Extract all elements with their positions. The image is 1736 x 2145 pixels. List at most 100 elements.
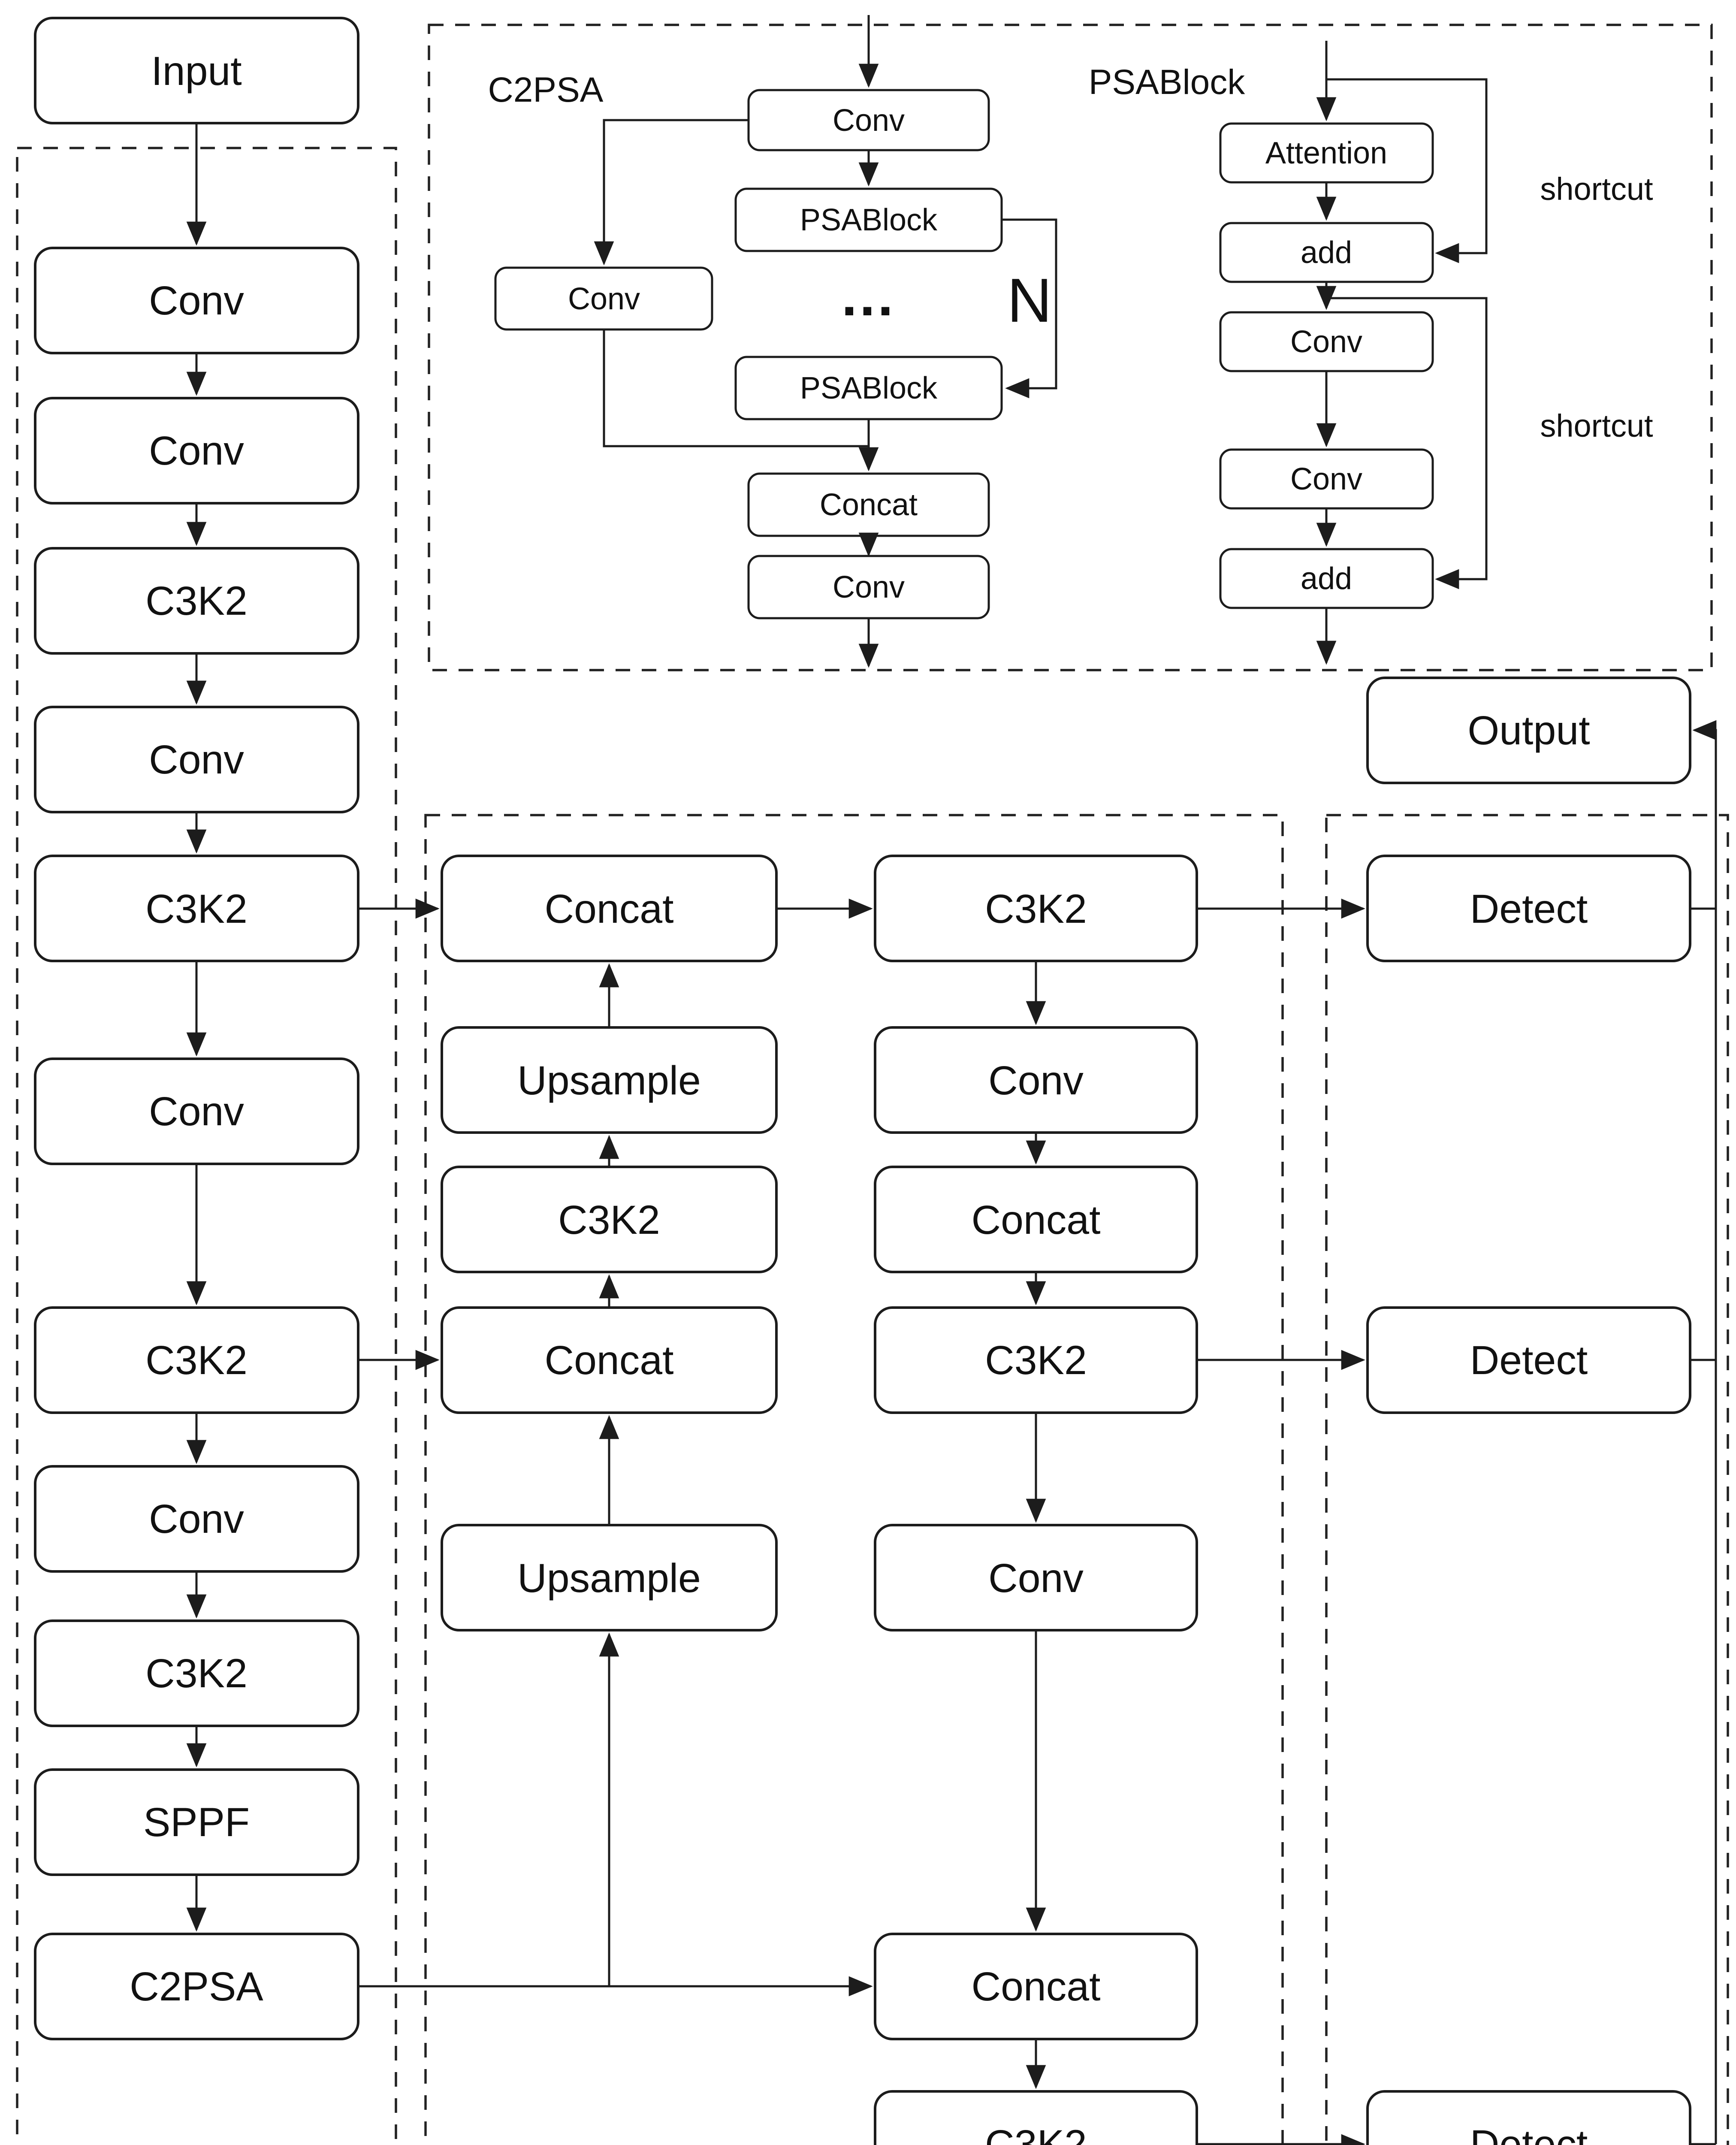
psablock-repeat-loop (1002, 218, 1057, 399)
neck-node-c3k2-top: C3K2 (874, 855, 1198, 962)
backbone-node-conv-4: Conv (34, 1057, 359, 1165)
head-section-border (1325, 814, 1729, 2145)
node-input-label: Input (151, 48, 242, 94)
c2psa-node-conv-top: Conv (747, 89, 990, 151)
node-label: Conv (1290, 462, 1362, 496)
node-label: Concat (820, 488, 918, 522)
node-output: Output (1366, 677, 1691, 784)
c2psa-detail: C2PSA Conv PSABlock ... N PSABlock Conv … (488, 15, 1057, 668)
node-label: Concat (971, 1197, 1100, 1243)
neck-section-border (424, 814, 1284, 2145)
psablock-node-add-bottom: add (1219, 548, 1434, 609)
node-label: add (1301, 562, 1352, 596)
backbone-node-c2psa: C2PSA (34, 1933, 359, 2040)
backbone-node-conv-2: Conv (34, 397, 359, 505)
node-label: C3K2 (558, 1197, 660, 1243)
head-node-detect-3: Detect (1366, 2090, 1691, 2145)
neck-node-concat-2: Concat (441, 1306, 778, 1414)
c2psa-node-psablock-bottom: PSABlock (734, 356, 1003, 420)
neck-node-concat-1: Concat (441, 855, 778, 962)
node-label: C3K2 (145, 886, 248, 932)
node-label: Detect (1470, 886, 1588, 932)
neck-node-conv-1: Conv (874, 1026, 1198, 1134)
c2psa-detail-title: C2PSA (488, 70, 604, 109)
backbone-node-c3k2-4: C3K2 (34, 1619, 359, 1727)
node-label: Conv (149, 737, 244, 782)
backbone-node-conv-1: Conv (34, 247, 359, 354)
node-input: Input (34, 17, 359, 124)
node-label: Detect (1470, 2122, 1588, 2145)
node-output-label: Output (1467, 708, 1590, 753)
backbone-section: Input Conv Conv C3K2 Conv C3K2 Conv C3K (34, 17, 359, 2040)
node-label: Conv (1290, 325, 1362, 359)
shortcut-label-top: shortcut (1540, 171, 1653, 207)
backbone-node-c3k2-3: C3K2 (34, 1306, 359, 1414)
node-label: Conv (833, 570, 905, 604)
node-label: C2PSA (130, 1964, 263, 2009)
node-label: Conv (988, 1556, 1084, 1601)
backbone-node-c3k2-1: C3K2 (34, 547, 359, 655)
c2psa-node-conv-bottom: Conv (747, 555, 990, 619)
node-label: Conv (568, 282, 640, 316)
neck-node-upsample-2: Upsample (441, 1524, 778, 1631)
shortcut-line-bottom (1326, 297, 1488, 589)
node-label: C3K2 (985, 886, 1087, 932)
node-label: Concat (544, 886, 673, 932)
node-label: C3K2 (145, 1338, 248, 1383)
node-label: C3K2 (145, 1651, 248, 1696)
head-node-detect-2: Detect (1366, 1306, 1691, 1414)
node-label: Conv (988, 1058, 1084, 1103)
side-conv-merge-line (603, 329, 869, 447)
repeat-dots: ... (842, 265, 896, 327)
node-label: Concat (971, 1964, 1100, 2009)
psablock-node-conv-top: Conv (1219, 311, 1434, 372)
neck-node-c3k2-mid: C3K2 (874, 1306, 1198, 1414)
psablock-node-attention: Attention (1219, 122, 1434, 184)
node-label: C3K2 (985, 1338, 1087, 1383)
backbone-node-conv-5: Conv (34, 1465, 359, 1573)
node-label: Concat (544, 1338, 673, 1383)
head-section: Output Detect Detect Detect Head (1197, 677, 1717, 2145)
shortcut-line-top (1326, 78, 1488, 263)
neck-node-concat-mid: Concat (874, 1166, 1198, 1273)
node-label: Conv (149, 428, 244, 474)
psablock-detail-title: PSABlock (1089, 63, 1246, 102)
neck-node-conv-2: Conv (874, 1524, 1198, 1631)
neck-node-upsample-1: Upsample (441, 1026, 778, 1134)
node-label: C3K2 (985, 2122, 1087, 2145)
psablock-node-conv-bottom: Conv (1219, 448, 1434, 510)
head-node-detect-1: Detect (1366, 855, 1691, 962)
node-label: Conv (833, 103, 905, 138)
node-label: Upsample (517, 1556, 701, 1601)
node-label: add (1301, 236, 1352, 270)
node-label: Conv (149, 278, 244, 323)
neck-node-c3k2-bottom: C3K2 (874, 2090, 1198, 2145)
repeat-count-label: N (1007, 266, 1052, 335)
shortcut-label-bottom: shortcut (1540, 408, 1653, 444)
node-label: PSABlock (800, 371, 938, 405)
node-label: PSABlock (800, 203, 938, 237)
neck-node-concat-bottom: Concat (874, 1933, 1198, 2040)
backbone-node-c3k2-2: C3K2 (34, 855, 359, 962)
node-label: Detect (1470, 1338, 1588, 1383)
node-label: Attention (1265, 136, 1387, 170)
node-label: Conv (149, 1089, 244, 1134)
neck-node-c3k2-left: C3K2 (441, 1166, 778, 1273)
c2psa-node-conv-side: Conv (494, 266, 713, 331)
c2psa-node-concat: Concat (747, 472, 990, 537)
arrow-bus-to-output (1692, 720, 1717, 2144)
psablock-node-add-top: add (1219, 222, 1434, 283)
backbone-node-sppf: SPPF (34, 1768, 359, 1876)
backbone-section-border (16, 147, 397, 2145)
node-label: SPPF (143, 1800, 250, 1845)
node-label: Upsample (517, 1058, 701, 1103)
node-label: C3K2 (145, 578, 248, 624)
neck-section: Concat Upsample C3K2 Concat Upsample C3K… (358, 855, 1198, 2145)
backbone-node-conv-3: Conv (34, 706, 359, 813)
c2psa-node-psablock-top: PSABlock (734, 187, 1003, 252)
branch-to-side-conv (594, 119, 749, 266)
detail-inset-border (428, 24, 1713, 671)
node-label: Conv (149, 1496, 244, 1542)
